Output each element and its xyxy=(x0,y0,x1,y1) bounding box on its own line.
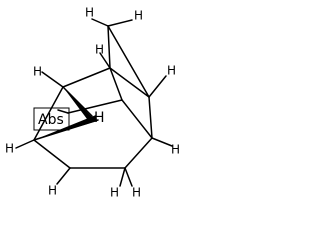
hydrogen-label: H xyxy=(85,6,94,20)
bond xyxy=(57,109,69,114)
bond xyxy=(109,67,123,101)
bond xyxy=(41,71,64,88)
abs-flag-label: Abs xyxy=(38,112,64,128)
hydrogen-label: H xyxy=(95,43,104,57)
hydrogen-label: H xyxy=(110,186,119,200)
bond xyxy=(107,19,133,27)
bond xyxy=(107,25,150,98)
hydrogen-label: H xyxy=(171,143,180,157)
hydrogen-label: H xyxy=(132,186,141,200)
bond xyxy=(151,137,173,147)
bond-lines xyxy=(15,18,173,187)
hydrogen-label: H xyxy=(48,184,57,198)
hydrogen-label: H xyxy=(134,9,143,23)
bond xyxy=(107,25,111,69)
hydrogen-label: H xyxy=(94,110,105,126)
hydrogen-label: H xyxy=(5,142,14,156)
bond xyxy=(124,137,153,169)
bond xyxy=(109,67,150,98)
hydrogen-label: H xyxy=(167,64,176,78)
abs-flag-box xyxy=(33,107,70,131)
wedge-bond xyxy=(63,87,94,123)
bond xyxy=(33,86,64,141)
bond xyxy=(124,167,133,187)
hydrogen-label: H xyxy=(33,65,42,79)
bond xyxy=(15,139,35,149)
wedge-bonds xyxy=(34,87,97,140)
bond xyxy=(148,75,167,98)
bond xyxy=(119,167,126,187)
molecule-structure-diagram: H H H H H H H H H H H Abs xyxy=(5,6,180,200)
bond xyxy=(148,96,153,139)
bond xyxy=(62,86,93,117)
bond xyxy=(91,18,109,27)
wedge-bond xyxy=(34,115,97,140)
bond xyxy=(56,167,71,185)
bond xyxy=(67,99,123,114)
abs-stereo-flag: Abs xyxy=(33,107,70,131)
bond xyxy=(99,52,111,69)
bond xyxy=(121,99,153,139)
bond xyxy=(33,139,71,169)
atom-labels: H H H H H H H H H H H xyxy=(5,6,180,200)
bond xyxy=(62,67,111,88)
